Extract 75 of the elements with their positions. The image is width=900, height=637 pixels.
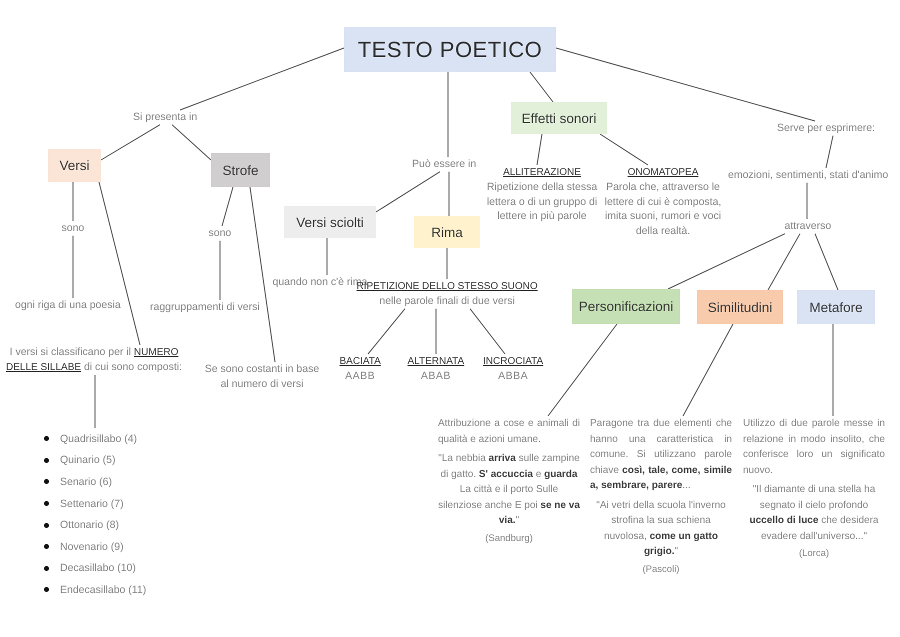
- linking-phrase: Può essere in: [412, 157, 476, 172]
- rhyme-scheme: AABB: [344, 369, 376, 384]
- concept-box: Effetti sonori: [511, 102, 607, 134]
- concept-box: Versi: [48, 149, 101, 182]
- connector-line: [172, 124, 212, 160]
- linking-phrase: attraverso: [784, 219, 832, 234]
- list-item: Ottonario (8): [60, 519, 119, 532]
- connector-line: [448, 171, 450, 216]
- connector-line: [806, 182, 808, 220]
- title-box: TESTO POETICO: [344, 27, 556, 72]
- author-credit: (Pascoli): [642, 562, 680, 576]
- connector-line: [530, 72, 554, 102]
- definition-text: nelle parole finali di due versi: [378, 294, 516, 309]
- term-heading: INCROCIATA: [483, 355, 544, 369]
- description-text: Attribuzione a cose e animali di qualità e azioni umane.: [438, 417, 580, 446]
- linking-phrase: sono: [208, 226, 232, 241]
- connector-line: [72, 235, 74, 298]
- connector-line: [470, 308, 506, 354]
- connector-line: [814, 233, 838, 290]
- definition-text: Ripetizione della stessa lettera o di un gruppo di lettere in più parole: [486, 180, 598, 224]
- definition-text: I versi si classificano per il NUMERO DELLE SILLABE di cui sono composti:: [5, 345, 183, 375]
- list-item: Decasillabo (10): [60, 562, 136, 574]
- quote-text: "La nebbia arriva sulle zampine di gatto. S' accuccia e guarda La città e il porto Sulle silenziose anche E poi se ne va via.": [438, 452, 580, 528]
- connector-line: [446, 248, 448, 280]
- concept-box: Versi sciolti: [284, 206, 376, 238]
- connector-line: [376, 171, 440, 212]
- connector-line: [536, 134, 542, 166]
- connector-line: [768, 233, 800, 290]
- connector-line: [98, 182, 140, 346]
- description-text: Paragone tra due elementi che hanno una caratteristica in comune. Si utilizzano parole chiave così, tale, come, simile a, sembrare, parere...: [590, 417, 732, 493]
- connector-line: [668, 233, 786, 290]
- connector-line: [100, 124, 160, 160]
- definition-text: Se sono costanti in base al numero di versi: [201, 362, 323, 392]
- description-text: Utilizzo di due parole messe in relazione in modo insolito, che conferisce loro un significato nuovo.: [743, 417, 885, 478]
- list-item: Settenario (7): [60, 498, 124, 510]
- term-heading: ALTERNATA: [408, 355, 464, 369]
- definition-text: emozioni, sentimenti, stati d'animo: [728, 168, 888, 183]
- connector-line: [556, 48, 816, 122]
- connector-line: [682, 324, 734, 416]
- linking-phrase: Serve per esprimere:: [777, 121, 876, 136]
- connector-line: [368, 308, 406, 354]
- quote-text: "Il diamante di una stella ha segnato il cielo profondo uccello di luce che desidera evadere dall'universo...": [748, 483, 880, 544]
- connector-line: [826, 135, 834, 168]
- linking-phrase: sono: [62, 221, 84, 236]
- connector-line: [250, 186, 276, 362]
- definition-text: ogni riga di una poesia: [15, 298, 121, 313]
- list-item: Quinario (5): [60, 454, 116, 466]
- quote-text: "Ai vetri della scuola l'inverno strofina la sua schiena nuvolosa, come un gatto grigio.": [595, 498, 727, 559]
- term-heading: ONOMATOPEA: [626, 166, 700, 180]
- concept-box: Strofe: [211, 153, 270, 187]
- connector-line: [326, 238, 328, 276]
- connector-line: [548, 324, 618, 416]
- list-item: Quadrisillabo (4): [60, 432, 138, 445]
- connector-line: [72, 182, 74, 222]
- definition-text: raggruppamenti di versi: [150, 300, 260, 315]
- concept-box: Rima: [414, 216, 480, 248]
- term-heading: ALLITERAZIONE: [502, 166, 582, 180]
- rhyme-scheme: ABAB: [420, 369, 452, 384]
- author-credit: (Lorca): [798, 547, 830, 561]
- connector-line: [832, 324, 834, 416]
- list-item: Endecasillabo (11): [60, 584, 146, 596]
- connector-line: [180, 48, 344, 110]
- rhyme-scheme: ABBA: [497, 369, 530, 384]
- author-credit: (Sandburg): [484, 532, 534, 546]
- list-item: Novenario (9): [60, 540, 124, 553]
- definition-text: Parola che, attraverso le lettere di cui è composta, imita suoni, rumori e voci della realtà.: [604, 180, 722, 239]
- linking-phrase: Si presenta in: [133, 110, 198, 125]
- connector-line: [94, 374, 96, 428]
- concept-box: Similitudini: [697, 290, 783, 324]
- connector-line: [600, 134, 648, 166]
- term-heading: BACIATA: [340, 355, 381, 369]
- connector-line: [222, 186, 234, 226]
- list-item: Senario (6): [60, 476, 112, 488]
- concept-box: Metafore: [797, 290, 875, 324]
- concept-box: Personificazioni: [572, 289, 680, 324]
